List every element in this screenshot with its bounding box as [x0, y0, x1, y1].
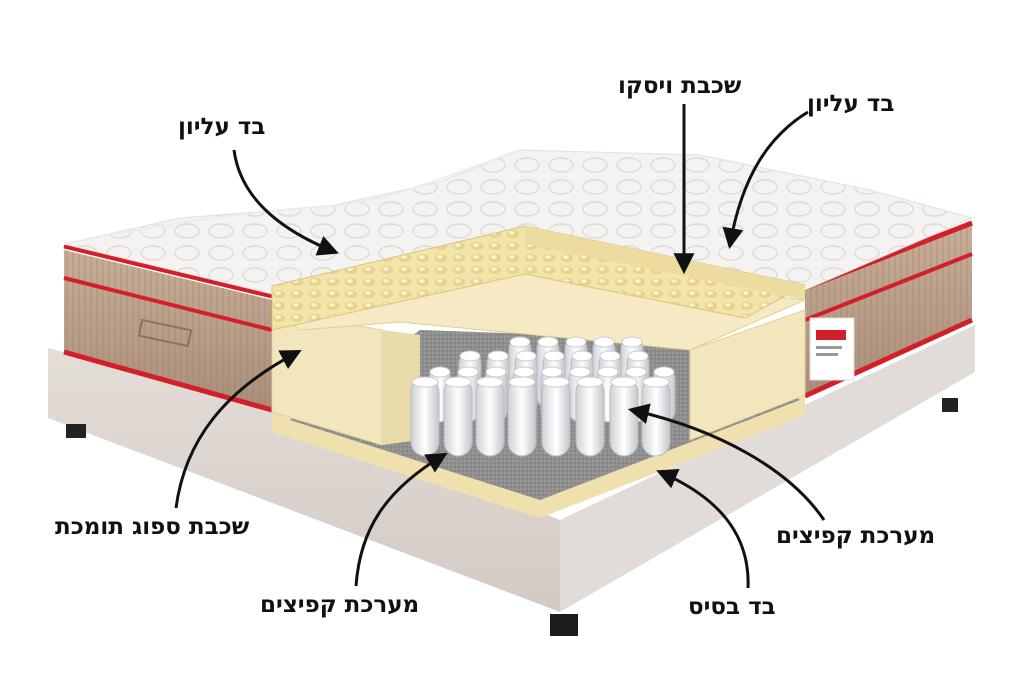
label-spring-system-left: מערכת קפיצים — [260, 592, 420, 618]
spring-top — [508, 376, 536, 388]
callout-arrows — [174, 104, 826, 589]
label-top-fabric-right: בד עליון — [807, 91, 895, 117]
spring-top — [515, 350, 537, 362]
spring-top — [485, 366, 507, 378]
spring-top — [513, 366, 535, 378]
spring-coil — [541, 377, 571, 457]
label-base-fabric: בד בסיס — [688, 594, 776, 620]
spring-top — [621, 336, 643, 348]
spring-top — [444, 376, 472, 388]
spring-top — [597, 366, 619, 378]
spring-top — [487, 350, 509, 362]
spring-top — [509, 336, 531, 348]
spring-top — [576, 376, 604, 388]
spring-top — [476, 376, 504, 388]
spring-top — [625, 366, 647, 378]
spring-coil — [475, 377, 505, 457]
pocket-springs — [410, 336, 676, 457]
bed-leg — [942, 398, 958, 412]
spring-top — [610, 376, 638, 388]
handle — [137, 318, 193, 348]
spring-top — [541, 366, 563, 378]
spring-top — [569, 366, 591, 378]
spring-top — [642, 376, 670, 388]
label-top-fabric-left: בד עליון — [178, 114, 266, 140]
bed-leg — [550, 614, 578, 636]
arrow-support-foam — [174, 350, 302, 509]
bed-leg — [66, 424, 86, 438]
bed-base — [48, 325, 975, 636]
spring-top — [457, 366, 479, 378]
spring-top — [543, 350, 565, 362]
spring-top — [565, 336, 587, 348]
spring-top — [542, 376, 570, 388]
mattress-left-side — [63, 243, 273, 413]
label-spring-system-right: מערכת קפיצים — [776, 523, 936, 549]
support-foam-right — [689, 309, 806, 441]
spring-top — [537, 336, 559, 348]
cutaway-layers — [270, 225, 807, 518]
spring-top — [593, 336, 615, 348]
brand-tag — [809, 317, 855, 381]
arrow-springs-left — [354, 452, 448, 587]
spring-top — [653, 366, 675, 378]
arrow-top-fabric-right — [722, 110, 809, 250]
arrow-base-fabric — [656, 469, 750, 589]
mattress-right-side — [803, 220, 974, 399]
spring-top — [459, 350, 481, 362]
spring-coil — [410, 377, 440, 457]
spring-coil — [507, 377, 537, 457]
arrow-top-fabric-left — [232, 149, 339, 256]
spring-top — [627, 350, 649, 362]
spring-coil — [443, 377, 473, 457]
label-viscose-layer: שכבת ויסקו — [618, 73, 742, 99]
spring-coil — [575, 377, 605, 457]
spring-coil — [609, 377, 639, 457]
spring-top — [411, 376, 439, 388]
spring-top — [571, 350, 593, 362]
spring-top — [599, 350, 621, 362]
label-support-foam-layer: שכבת ספוג תומכת — [55, 514, 250, 540]
spring-top — [429, 366, 451, 378]
arrow-springs-right — [627, 403, 826, 521]
